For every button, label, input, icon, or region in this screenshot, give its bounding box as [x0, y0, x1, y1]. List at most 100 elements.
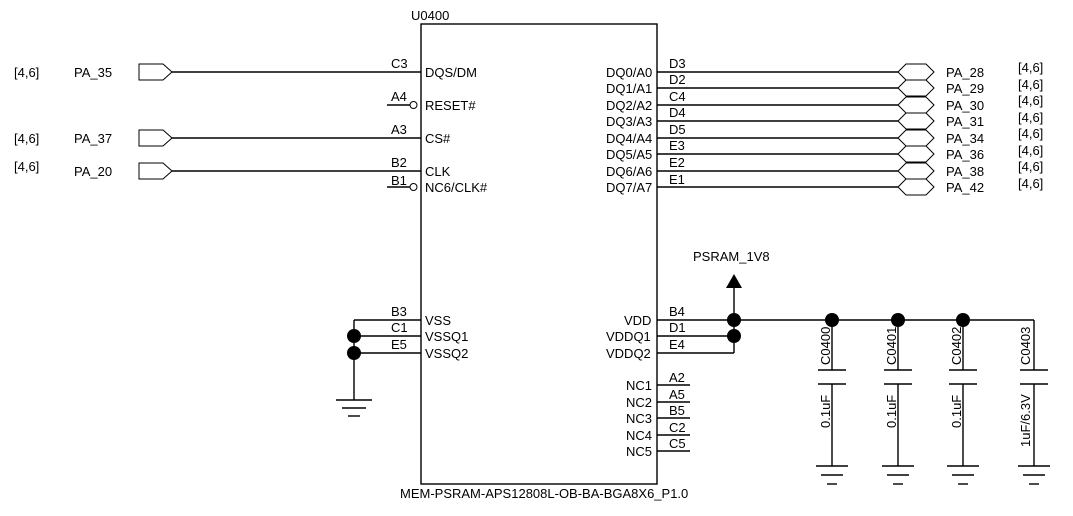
svg-text:DQ5/A5: DQ5/A5 [606, 147, 652, 162]
pin-vssq2: E5 VSSQ2 [354, 337, 468, 361]
pin-nc3: B5 NC3 [626, 403, 690, 426]
svg-text:CS#: CS# [425, 131, 451, 146]
power-arrow-icon [726, 274, 742, 288]
svg-text:A2: A2 [669, 370, 685, 385]
chip-part-name: MEM-PSRAM-APS12808L-OB-BA-BGA8X6_P1.0 [400, 486, 688, 501]
svg-text:DQ7/A7: DQ7/A7 [606, 180, 652, 195]
pin-cs: A3 CS# [172, 122, 451, 146]
left-port-pa20: [4,6] PA_20 [14, 159, 173, 180]
svg-text:D1: D1 [669, 320, 686, 335]
svg-text:NC5: NC5 [626, 444, 652, 459]
ground-symbol-icon [816, 465, 848, 485]
svg-text:0.1uF: 0.1uF [949, 395, 964, 428]
svg-text:NC4: NC4 [626, 428, 652, 443]
pin-nc2: A5 NC2 [626, 387, 690, 410]
right-port-pa31: PA_31 [4,6] [897, 110, 1043, 130]
pin-dq1: D2 DQ1/A1 [606, 72, 898, 96]
pin-vddq1: D1 VDDQ1 [606, 320, 734, 344]
svg-text:C5: C5 [669, 436, 686, 451]
svg-text:E5: E5 [391, 337, 407, 352]
svg-text:B5: B5 [669, 403, 685, 418]
bidir-port-icon [897, 145, 935, 163]
svg-text:0.1uF: 0.1uF [818, 395, 833, 428]
svg-text:C0401: C0401 [884, 327, 899, 365]
input-port-icon [138, 162, 173, 180]
pin-nc4: C2 NC4 [626, 420, 690, 443]
svg-text:D5: D5 [669, 122, 686, 137]
svg-text:A5: A5 [669, 387, 685, 402]
capacitor-c0402: C0402 0.1uF [947, 320, 979, 485]
right-port-pa42: PA_42 [4,6] [897, 176, 1043, 196]
svg-text:[4,6]: [4,6] [14, 159, 39, 174]
bidir-port-icon [897, 96, 935, 114]
right-port-pa36: PA_36 [4,6] [897, 143, 1043, 163]
right-port-pa29: PA_29 [4,6] [897, 77, 1043, 97]
ground-symbol-icon [947, 465, 979, 485]
vss-ground-net [336, 320, 372, 417]
svg-text:CLK: CLK [425, 164, 451, 179]
svg-text:E2: E2 [669, 155, 685, 170]
pin-dq3: D4 DQ3/A3 [606, 105, 898, 129]
svg-text:DQ6/A6: DQ6/A6 [606, 164, 652, 179]
pin-dq5: E3 DQ5/A5 [606, 138, 898, 162]
svg-text:PA_37: PA_37 [74, 131, 112, 146]
svg-text:RESET#: RESET# [425, 98, 476, 113]
bidir-port-icon [897, 178, 935, 196]
svg-text:A3: A3 [391, 122, 407, 137]
svg-text:C1: C1 [391, 320, 408, 335]
svg-text:PA_30: PA_30 [946, 98, 984, 113]
psram-chip-body [420, 23, 658, 485]
svg-text:PA_20: PA_20 [74, 164, 112, 179]
svg-text:PA_36: PA_36 [946, 147, 984, 162]
capacitor-c0403: C0403 1uF/6.3V [1018, 320, 1050, 485]
pin-dq7: E1 DQ7/A7 [606, 172, 898, 195]
pin-nc5: C5 NC5 [626, 436, 690, 459]
svg-text:PA_28: PA_28 [946, 65, 984, 80]
pin-nc6-clk: B1 NC6/CLK# [387, 173, 488, 195]
svg-text:DQ3/A3: DQ3/A3 [606, 114, 652, 129]
svg-text:[4,6]: [4,6] [14, 131, 39, 146]
capacitor-c0400: C0400 0.1uF [816, 320, 848, 485]
svg-text:B4: B4 [669, 304, 685, 319]
chip-refdes: U0400 [411, 8, 449, 23]
svg-text:B3: B3 [391, 304, 407, 319]
svg-text:[4,6]: [4,6] [1018, 159, 1043, 174]
svg-text:NC6/CLK#: NC6/CLK# [425, 180, 488, 195]
svg-text:C3: C3 [391, 56, 408, 71]
input-port-icon [138, 129, 173, 147]
svg-text:1uF/6.3V: 1uF/6.3V [1018, 394, 1033, 447]
svg-text:NC2: NC2 [626, 395, 652, 410]
svg-text:DQ0/A0: DQ0/A0 [606, 65, 652, 80]
pin-vss: B3 VSS [354, 304, 451, 328]
bidir-port-icon [897, 63, 935, 81]
svg-text:DQ2/A2: DQ2/A2 [606, 98, 652, 113]
svg-text:NC3: NC3 [626, 411, 652, 426]
ground-symbol-icon [882, 465, 914, 485]
svg-text:VDD: VDD [624, 313, 651, 328]
svg-text:[4,6]: [4,6] [1018, 143, 1043, 158]
pin-vssq1: C1 VSSQ1 [354, 320, 468, 344]
pin-dq2: C4 DQ2/A2 [606, 89, 898, 113]
svg-text:PA_42: PA_42 [946, 180, 984, 195]
svg-text:A4: A4 [391, 89, 407, 104]
svg-text:[4,6]: [4,6] [1018, 77, 1043, 92]
svg-text:VDDQ1: VDDQ1 [606, 329, 651, 344]
svg-text:C0402: C0402 [949, 327, 964, 365]
power-rail-net: PSRAM_1V8 [693, 249, 1034, 353]
pin-dqs-dm: C3 DQS/DM [172, 56, 477, 80]
svg-text:DQS/DM: DQS/DM [425, 65, 477, 80]
svg-text:C0400: C0400 [818, 327, 833, 365]
pin-reset: A4 RESET# [387, 89, 476, 113]
svg-text:D2: D2 [669, 72, 686, 87]
svg-text:E1: E1 [669, 172, 685, 187]
svg-text:D4: D4 [669, 105, 686, 120]
svg-text:[4,6]: [4,6] [1018, 60, 1043, 75]
pin-clk: B2 CLK [172, 155, 451, 179]
svg-text:C0403: C0403 [1018, 327, 1033, 365]
svg-text:VSS: VSS [425, 313, 451, 328]
bidir-port-icon [897, 129, 935, 147]
svg-text:NC1: NC1 [626, 378, 652, 393]
capacitor-c0401: C0401 0.1uF [882, 320, 914, 485]
left-port-pa35: [4,6] PA_35 [14, 63, 173, 81]
